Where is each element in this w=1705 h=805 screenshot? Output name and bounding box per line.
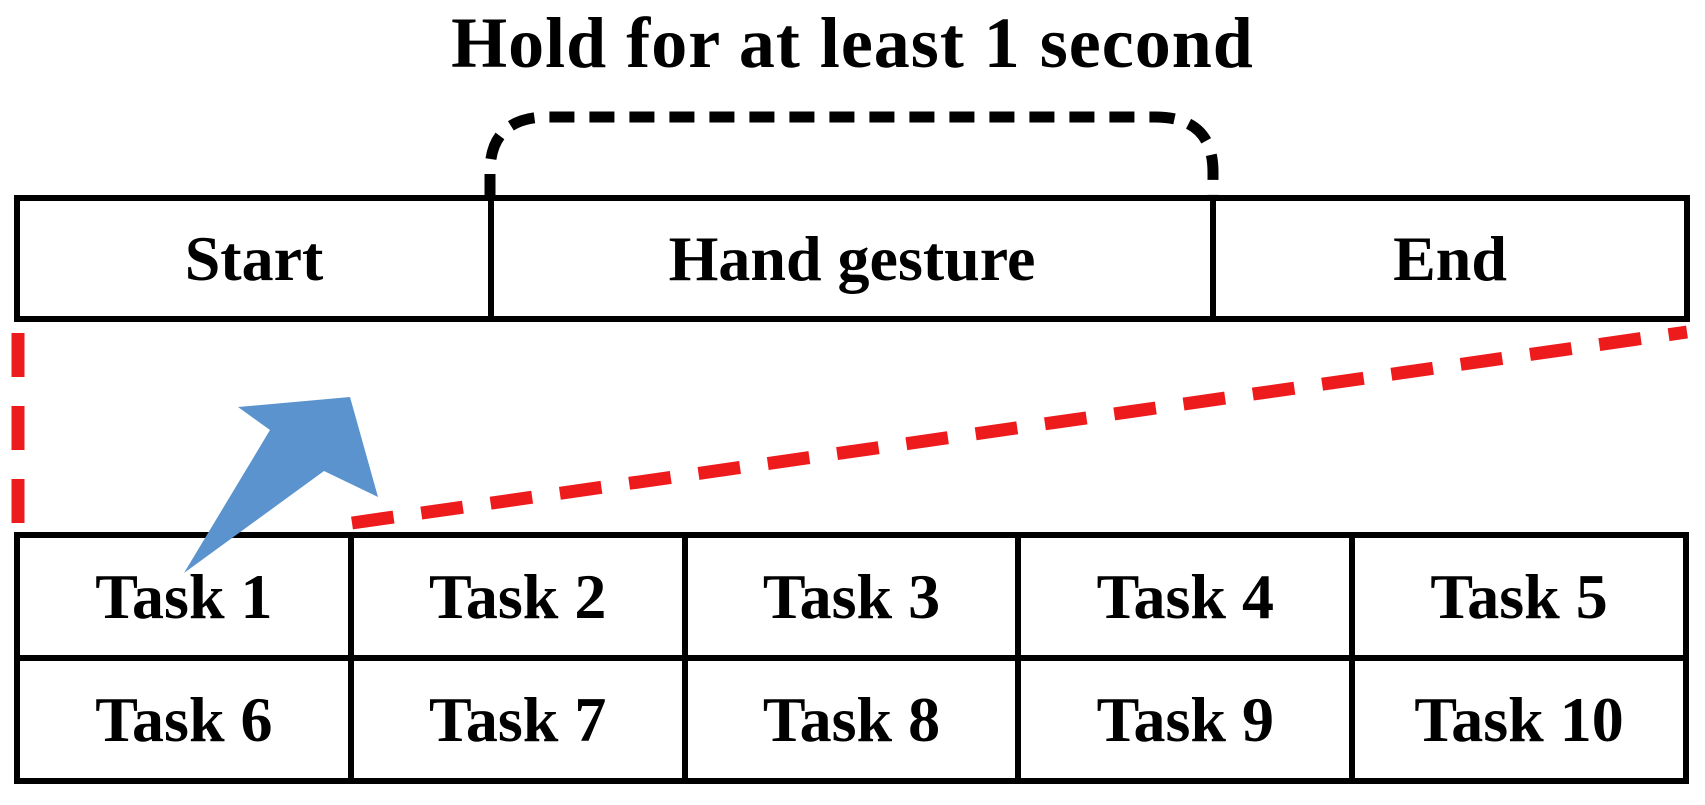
task-label: Task 8 — [762, 683, 941, 755]
task-cell-1: Task 1 — [20, 538, 348, 655]
phase-label-hand-gesture: Hand gesture — [668, 222, 1036, 294]
hold-bracket-icon — [484, 111, 1219, 199]
expansion-line-diagonal-icon — [351, 325, 1688, 530]
task-cell-6: Task 6 — [20, 661, 348, 778]
task-label: Task 9 — [1096, 683, 1274, 755]
task-label: Task 4 — [1096, 560, 1274, 632]
task-label: Task 5 — [1430, 560, 1608, 632]
phase-timeline-row: Start Hand gesture End — [14, 195, 1690, 322]
task-cell-2: Task 2 — [353, 538, 682, 655]
task-cell-4: Task 4 — [1021, 538, 1350, 655]
task-label: Task 3 — [762, 560, 941, 632]
phase-cell-hand-gesture: Hand gesture — [494, 201, 1210, 316]
task-label: Task 6 — [95, 683, 273, 755]
task-label: Task 10 — [1414, 683, 1624, 755]
phase-cell-end: End — [1216, 201, 1684, 316]
task-cell-5: Task 5 — [1355, 538, 1683, 655]
task-cell-10: Task 10 — [1355, 661, 1683, 778]
task-cell-8: Task 8 — [687, 661, 1016, 778]
page-title: Hold for at least 1 second — [451, 3, 1254, 83]
phase-cell-start: Start — [20, 201, 488, 316]
task-label: Task 7 — [429, 683, 607, 755]
task-table: Task 1 Task 2 Task 3 Task 4 Task 5 Task … — [14, 532, 1689, 784]
task-label: Task 2 — [429, 560, 607, 632]
phase-label-end: End — [1393, 222, 1507, 294]
task-label: Task 1 — [95, 560, 273, 632]
phase-label-start: Start — [184, 222, 324, 294]
task-cell-7: Task 7 — [353, 661, 682, 778]
task-cell-3: Task 3 — [687, 538, 1016, 655]
task-cell-9: Task 9 — [1021, 661, 1350, 778]
